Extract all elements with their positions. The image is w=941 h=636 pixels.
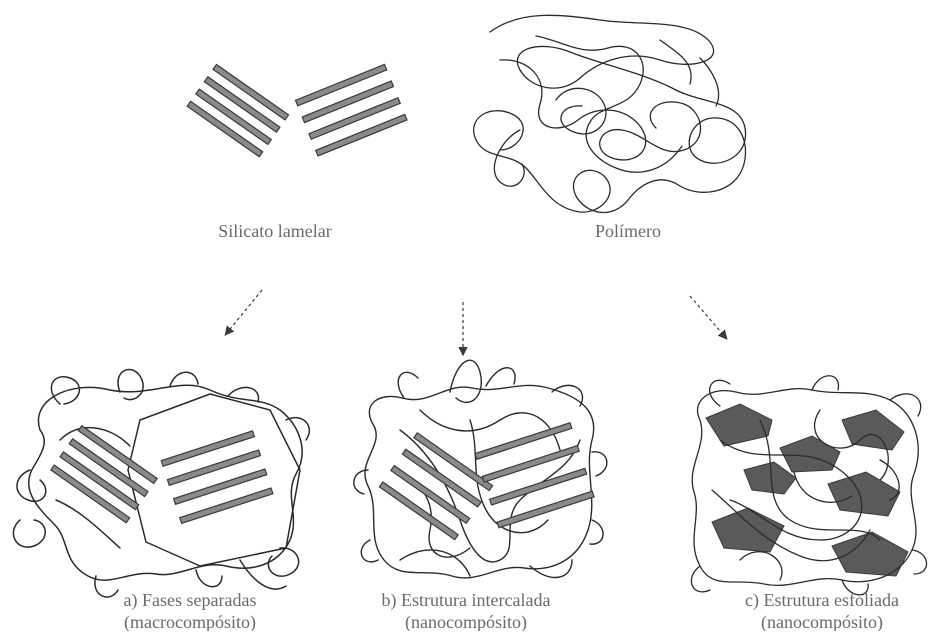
arrow-to-phase-separated: [226, 290, 262, 334]
result-a-subtitle: (macrocompósito): [124, 612, 256, 631]
silicate-label: Silicato lamelar: [218, 221, 331, 241]
result-c-title: c) Estrutura esfoliada: [745, 590, 899, 611]
result-labels: a) Fases separadas (macrocompósito) b) E…: [124, 590, 899, 631]
result-b-subtitle: (nanocompósito): [405, 612, 527, 631]
silicate-stack-left: [187, 64, 288, 156]
polymer-coil: [474, 15, 746, 212]
silicate-stack-right: [296, 64, 407, 156]
result-a-title: a) Fases separadas: [124, 590, 257, 611]
exfoliated-structure: [691, 376, 926, 595]
result-c-subtitle: (nanocompósito): [761, 612, 883, 631]
process-arrows: [226, 290, 726, 354]
phase-separated-structure: [13, 369, 309, 597]
intercalated-structure: [354, 360, 607, 578]
layered-silicate-stacks: [187, 64, 407, 156]
arrow-to-exfoliated: [690, 296, 726, 338]
polymer-label: Polímero: [595, 221, 661, 241]
result-b-title: b) Estrutura intercalada: [382, 590, 551, 611]
